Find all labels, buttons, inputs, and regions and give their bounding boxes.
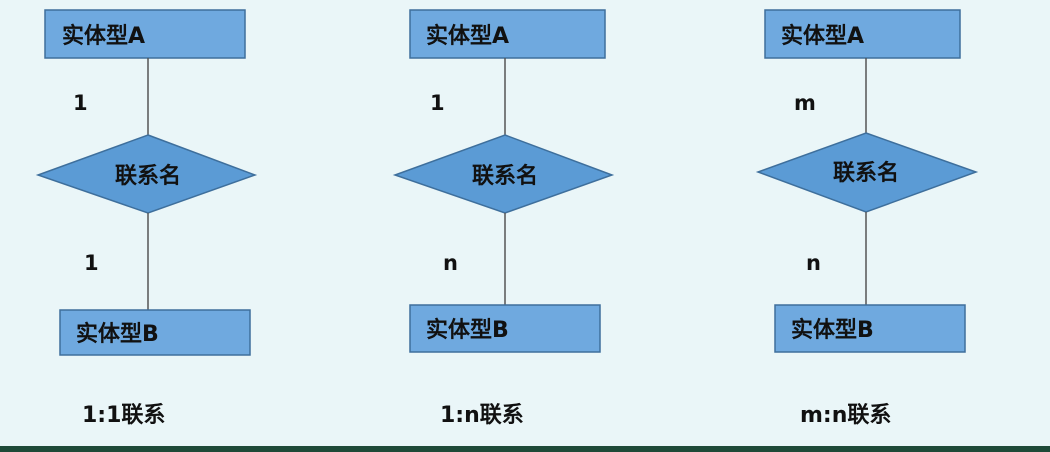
diagram-many-to-many: 实体型A m 联系名 n 实体型B m:n联系 (755, 9, 979, 428)
cardinality-b: 1 (84, 251, 99, 275)
entity-b-label: 实体型B (791, 317, 874, 343)
entity-a-label: 实体型A (781, 23, 864, 49)
cardinality-b: n (443, 251, 458, 275)
bottom-border (0, 446, 1050, 452)
diagram-caption: m:n联系 (800, 403, 891, 428)
entity-b-box (774, 304, 966, 353)
cardinality-a: 1 (430, 91, 445, 115)
cardinality-b: n (806, 251, 821, 275)
cardinality-a: m (794, 91, 816, 115)
entity-a-label: 实体型A (62, 23, 145, 49)
relationship-label: 联系名 (115, 163, 181, 189)
entity-b-box (409, 304, 601, 353)
entity-a-box (409, 9, 606, 59)
diagram-one-to-many: 实体型A 1 联系名 n 实体型B 1:n联系 (392, 9, 615, 428)
diagram-caption: 1:1联系 (82, 403, 165, 428)
entity-a-box (44, 9, 246, 59)
entity-b-label: 实体型B (426, 317, 509, 343)
diagram-one-to-one: 实体型A 1 联系名 1 实体型B 1:1联系 (35, 9, 258, 428)
entity-a-box (764, 9, 961, 59)
relationship-label: 联系名 (472, 163, 538, 189)
cardinality-a: 1 (73, 91, 88, 115)
entity-b-box (59, 309, 251, 356)
entity-a-label: 实体型A (426, 23, 509, 49)
relationship-label: 联系名 (833, 160, 899, 186)
diagram-caption: 1:n联系 (440, 403, 524, 428)
entity-b-label: 实体型B (76, 321, 159, 347)
